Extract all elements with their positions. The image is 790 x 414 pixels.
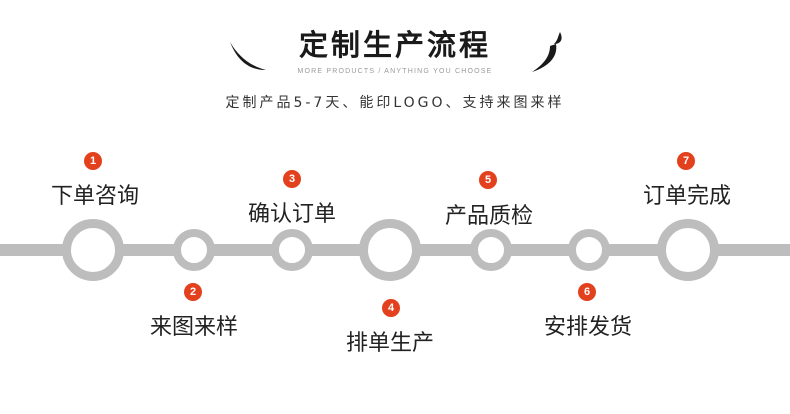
step-label-7: 订单完成 [642,184,731,209]
step-label-5: 产品质检 [444,204,533,229]
step-label-1: 下单咨询 [50,184,139,209]
left-swoosh-icon [230,42,266,70]
step-node-3 [271,229,313,271]
step-node-6 [568,229,610,271]
subtitle-chinese: 定制产品5-7天、能印LOGO、支持来图来样 [225,95,565,111]
step-number-badge-4: 4 [382,299,400,317]
step-label-6: 安排发货 [543,315,632,340]
step-node-4 [359,219,421,281]
step-number-badge-7: 7 [677,152,695,170]
step-node-7 [657,219,719,281]
step-label-4: 排单生产 [345,331,434,356]
subtitle-english: MORE PRODUCTS / ANYTHING YOU CHOOSE [297,68,493,75]
step-label-2: 来图来样 [149,315,238,340]
step-number-badge-5: 5 [479,171,497,189]
step-node-2 [173,229,215,271]
step-number-badge-2: 2 [184,283,202,301]
step-node-1 [62,219,124,281]
step-number-badge-1: 1 [84,152,102,170]
step-label-3: 确认订单 [247,202,336,227]
page-title: 定制生产流程 [298,28,491,62]
step-number-badge-6: 6 [578,283,596,301]
step-number-badge-3: 3 [283,170,301,188]
step-node-5 [470,229,512,271]
right-swoosh-icon [532,32,562,72]
